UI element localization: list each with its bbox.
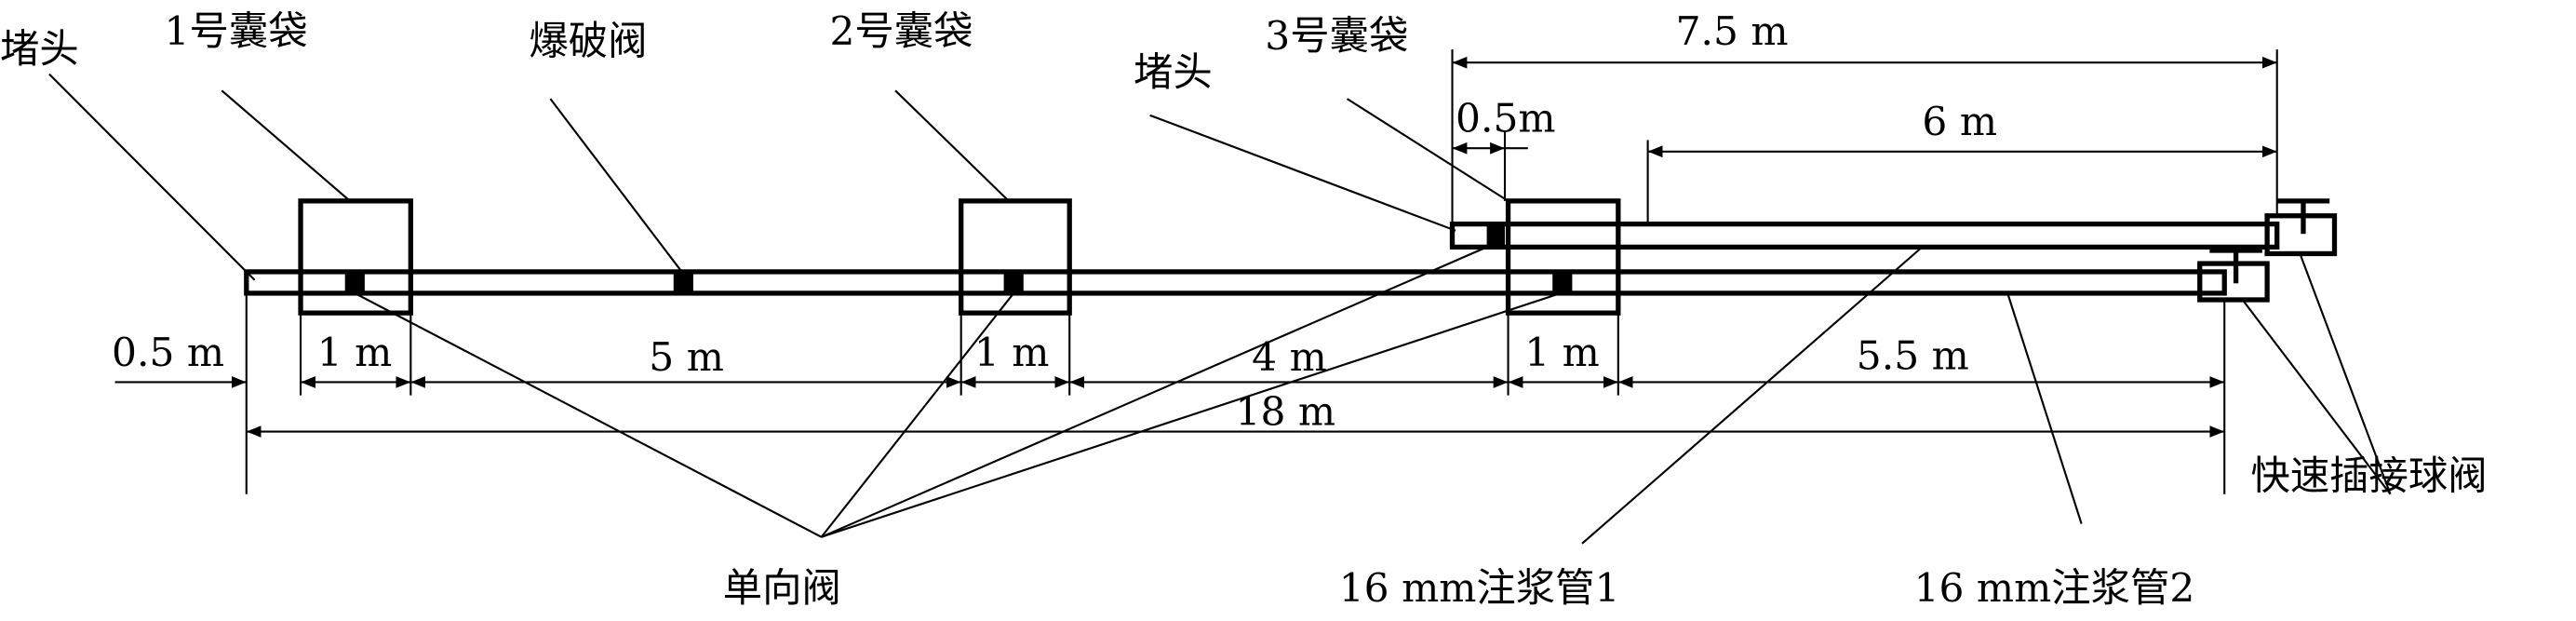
check-valve-2 [1003,271,1024,293]
label-plug-left: 堵头 [0,27,79,73]
main-pipe [244,269,2227,296]
dim-1m-a: 1 m [317,331,393,376]
label-bag1: 1号囊袋 [165,9,308,55]
check-valve-3 [1552,271,1573,293]
bag-1 [298,198,413,316]
dim-5-5m: 5.5 m [1857,333,1969,379]
label-bag3: 3号囊袋 [1265,14,1408,60]
label-burst-valve: 爆破阀 [529,19,647,64]
dim-7-5m: 7.5 m [1676,9,1789,55]
label-bag2: 2号囊袋 [829,9,973,55]
bag-3 [1505,198,1621,316]
check-valve-4 [1486,223,1506,248]
label-check-valve: 单向阀 [723,566,841,612]
grout-pipe-1 [1449,221,2280,250]
leader-lines [48,73,2392,545]
dim-0-5m-left: 0.5 m [112,331,224,376]
burst-valve [673,271,693,293]
dim-6m: 6 m [1922,100,1997,145]
label-quick-ball-valve: 快速插接球阀 [2250,453,2487,499]
ball-valve-2 [2197,248,2270,303]
dim-18m: 18 m [1236,389,1336,435]
dim-0-5m-top: 0.5m [1456,96,1556,142]
dim-5m: 5 m [649,335,724,381]
check-valve-1 [344,271,365,293]
dim-4m: 4 m [1252,335,1327,381]
dim-1m-c: 1 m [1524,331,1600,376]
dim-1m-b: 1 m [974,331,1050,376]
label-plug-right: 堵头 [1134,50,1213,96]
bag-2 [959,198,1072,316]
label-grout-pipe1: 16 mm注浆管1 [1339,566,1620,612]
label-grout-pipe2: 16 mm注浆管2 [1914,566,2195,612]
